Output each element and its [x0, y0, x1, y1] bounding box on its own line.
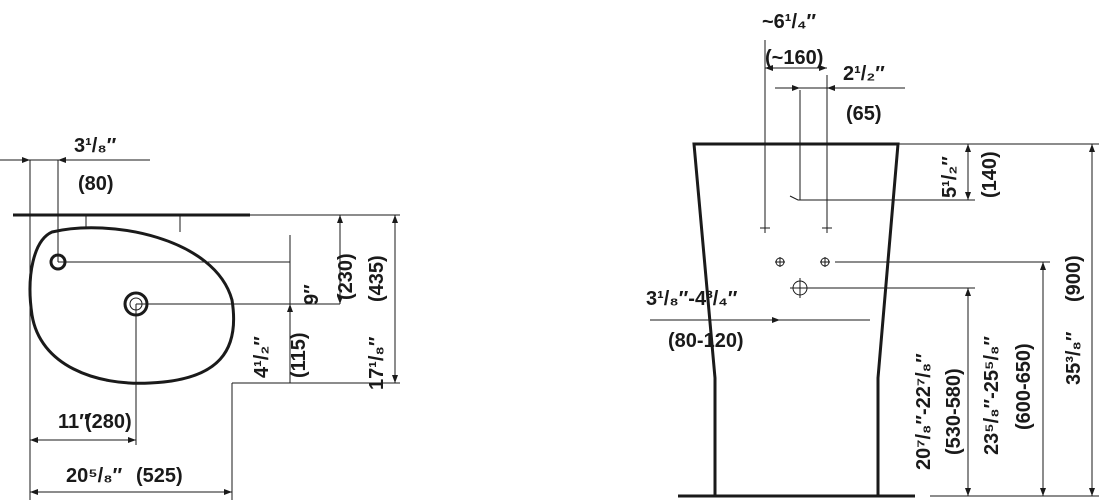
top-to-fixing-imperial: 5¹/₂″	[939, 156, 961, 198]
basin-width-imperial: 20⁵/₈″	[66, 465, 123, 487]
side-view: ~6¹/₄″ (~160) 2¹/₂″ (65) 5¹/₂″ (140) 3¹/…	[646, 11, 1099, 498]
top-to-fixing-metric: (140)	[979, 151, 1001, 198]
side-extension-lines	[764, 40, 1099, 497]
drain-height-metric: (115)	[288, 332, 310, 378]
wall-bracket	[85, 215, 181, 232]
supply-offset-metric: (65)	[846, 103, 882, 125]
drain-height-imperial: 4¹/₂″	[251, 336, 273, 378]
basin-depth-imperial: 17¹/₈″	[366, 336, 388, 390]
tap-offset-imperial: 3¹/₈″	[74, 135, 117, 157]
supply-offset-imperial: 2¹/₂″	[843, 63, 885, 85]
basin-outline	[28, 226, 236, 385]
supply-height-metric: (600-650)	[1013, 343, 1035, 430]
waste-height-imperial: 20⁷/₈″-22⁷/₈″	[913, 353, 935, 470]
waste-range-metric: (80-120)	[668, 330, 744, 352]
fixing-spacing-metric: (~160)	[765, 47, 823, 69]
total-height-imperial: 35³/₈″	[1063, 331, 1085, 385]
plan-view: 3¹/₈″ (80) 9″ (230) 4¹/₂″ (115) 17¹/₈″ (…	[0, 135, 400, 500]
drain-width-imperial: 11″	[58, 411, 89, 433]
tap-offset-metric: (80)	[78, 173, 114, 195]
total-height-metric: (900)	[1063, 255, 1085, 302]
waste-range-imperial: 3¹/₈″-4³/₄″	[646, 288, 738, 310]
fixing-points	[760, 223, 832, 267]
waste-outlet-cross	[790, 278, 810, 298]
drain-to-wall-metric: (230)	[335, 253, 357, 300]
plan-extension-lines	[0, 159, 400, 500]
fixing-spacing-imperial: ~6¹/₄″	[762, 11, 817, 33]
basin-width-metric: (525)	[136, 465, 183, 487]
drain-width-metric: (280)	[85, 411, 132, 433]
drain-to-wall-imperial: 9″	[301, 284, 323, 305]
basin-depth-metric: (435)	[366, 255, 388, 302]
waste-height-metric: (530-580)	[943, 368, 965, 455]
supply-height-imperial: 23⁵/₈″-25⁵/₈″	[981, 336, 1003, 455]
